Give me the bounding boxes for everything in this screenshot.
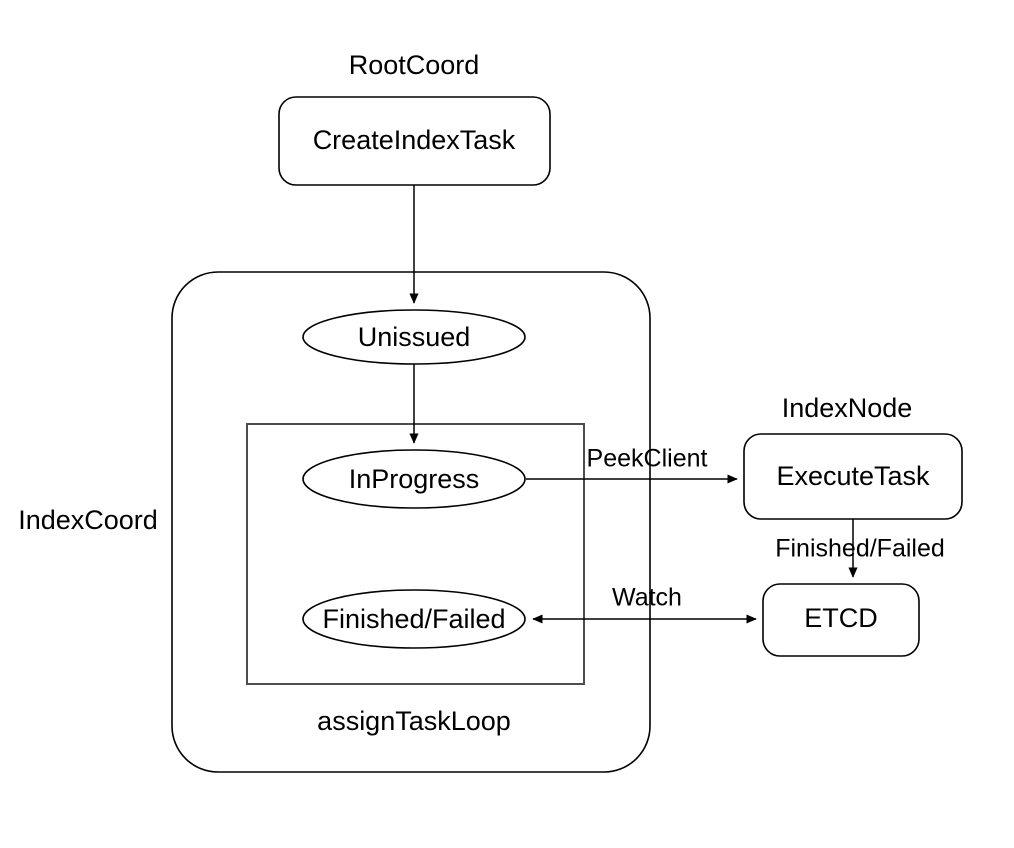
indexcoord-boundary bbox=[171, 271, 651, 773]
edge-executetask-to-etcd: Finished/Failed bbox=[775, 519, 945, 578]
group-label-rootcoord: RootCoord bbox=[349, 50, 480, 80]
edge-label-watch: Watch bbox=[612, 584, 682, 612]
group-indexcoord: IndexCoord bbox=[18, 271, 651, 773]
node-execute-task[interactable]: ExecuteTask bbox=[743, 433, 963, 520]
etcd-shape[interactable] bbox=[762, 583, 920, 657]
node-label-etcd: ETCD bbox=[804, 603, 878, 633]
edge-etcd-to-finishedfailed: Watch bbox=[532, 584, 757, 624]
node-label-finished-failed: Finished/Failed bbox=[322, 604, 505, 634]
finished-failed-shape[interactable] bbox=[302, 589, 526, 649]
node-label-execute-task: ExecuteTask bbox=[776, 461, 930, 491]
execute-task-shape[interactable] bbox=[743, 433, 963, 520]
node-label-in-progress: InProgress bbox=[349, 464, 480, 494]
edges-layer: PeekClient Finished/Failed Watch bbox=[409, 185, 945, 624]
unissued-shape[interactable] bbox=[302, 309, 526, 365]
node-in-progress[interactable]: InProgress bbox=[302, 449, 526, 509]
node-etcd[interactable]: ETCD bbox=[762, 583, 920, 657]
edge-inprogress-to-executetask: PeekClient bbox=[526, 445, 738, 484]
group-label-indexnode: IndexNode bbox=[782, 393, 913, 423]
node-create-index-task[interactable]: CreateIndexTask bbox=[278, 96, 551, 186]
assigntaskloop-boundary bbox=[246, 423, 585, 685]
node-finished-failed[interactable]: Finished/Failed bbox=[302, 589, 526, 649]
node-label-unissued: Unissued bbox=[358, 322, 471, 352]
node-unissued[interactable]: Unissued bbox=[302, 309, 526, 365]
create-index-task-shape[interactable] bbox=[278, 96, 551, 186]
edge-label-finished-failed: Finished/Failed bbox=[775, 535, 945, 563]
in-progress-shape[interactable] bbox=[302, 449, 526, 509]
group-label-indexcoord: IndexCoord bbox=[18, 505, 158, 535]
group-label-assigntaskloop: assignTaskLoop bbox=[317, 706, 511, 736]
group-assigntaskloop: assignTaskLoop bbox=[246, 423, 585, 736]
edge-label-peekclient: PeekClient bbox=[587, 445, 708, 473]
node-label-create-index-task: CreateIndexTask bbox=[313, 125, 516, 155]
